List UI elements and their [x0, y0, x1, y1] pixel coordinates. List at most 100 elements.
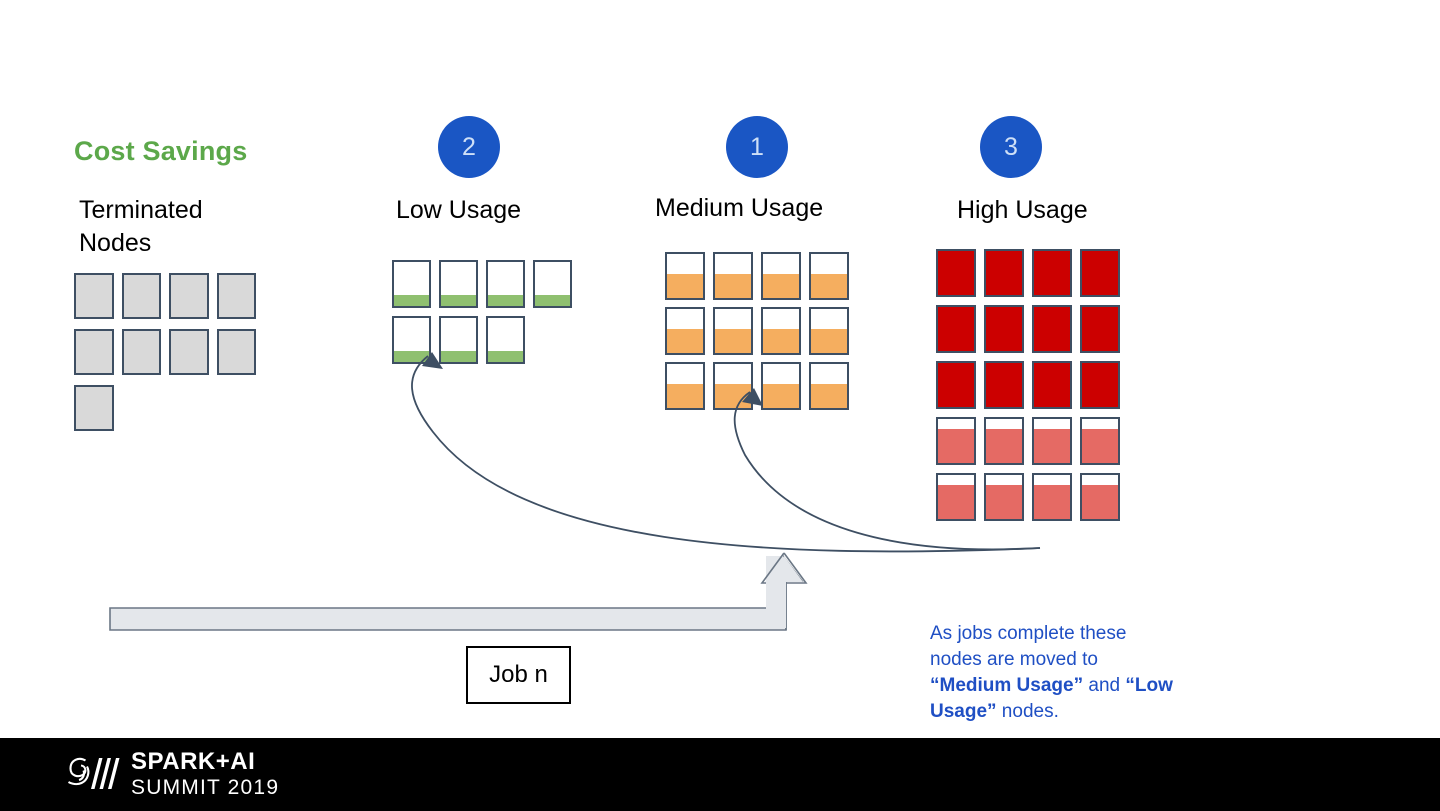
- node-tile: [984, 417, 1024, 465]
- node-tile: [665, 307, 705, 355]
- node-usage-fill: [986, 484, 1022, 519]
- node-tile: [1032, 417, 1072, 465]
- node-tile: [216, 329, 256, 375]
- node-tile: [936, 417, 976, 465]
- node-usage-fill: [1082, 484, 1118, 519]
- node-usage-fill: [1082, 428, 1118, 463]
- node-tile: [1080, 473, 1120, 521]
- node-row: [74, 273, 264, 329]
- node-usage-fill: [441, 295, 476, 306]
- node-usage-fill: [1034, 428, 1070, 463]
- node-usage-fill: [763, 328, 799, 353]
- node-tile: [984, 361, 1024, 409]
- node-tile: [74, 329, 114, 375]
- job-box[interactable]: Job n: [466, 646, 571, 704]
- node-tile: [713, 252, 753, 300]
- node-usage-fill: [811, 328, 847, 353]
- node-tile: [936, 249, 976, 297]
- node-usage-fill: [535, 295, 570, 306]
- column-title-high-usage: High Usage: [957, 196, 1088, 224]
- brand-logo-text: SPARK+AI SUMMIT 2019: [131, 748, 280, 799]
- node-tile: [713, 307, 753, 355]
- node-tile: [392, 316, 431, 364]
- node-tile: [761, 362, 801, 410]
- node-usage-fill: [667, 383, 703, 408]
- logo-line-2: SUMMIT 2019: [131, 776, 280, 799]
- node-usage-fill: [811, 383, 847, 408]
- node-grid-terminated: [74, 273, 264, 441]
- brand-logo: SPARK+AI SUMMIT 2019: [66, 750, 279, 798]
- column-title-low-usage: Low Usage: [396, 196, 522, 224]
- badge-step-2: 2: [438, 116, 500, 178]
- node-tile: [761, 307, 801, 355]
- node-usage-fill: [715, 273, 751, 298]
- node-tile: [74, 385, 114, 431]
- node-grid-medium-usage: [665, 252, 860, 417]
- node-tile: [713, 362, 753, 410]
- node-tile: [486, 316, 525, 364]
- node-row: [665, 307, 860, 362]
- annotation-bold-low: “Low Usage”: [930, 675, 1173, 722]
- node-row: [392, 316, 582, 372]
- node-usage-fill: [441, 351, 476, 362]
- node-tile: [1032, 305, 1072, 353]
- node-usage-fill: [763, 383, 799, 408]
- node-tile: [936, 473, 976, 521]
- node-usage-fill: [488, 295, 523, 306]
- node-tile: [216, 273, 256, 319]
- node-usage-fill: [1034, 484, 1070, 519]
- node-usage-fill: [811, 273, 847, 298]
- node-usage-fill: [715, 328, 751, 353]
- node-tile: [984, 249, 1024, 297]
- node-row: [936, 361, 1136, 417]
- spark-summit-logo-icon: [67, 757, 120, 789]
- annotation-line-1: As jobs complete these: [930, 623, 1127, 644]
- node-usage-fill: [394, 351, 429, 362]
- job-feed-arrow-icon: [109, 552, 808, 631]
- node-tile: [984, 305, 1024, 353]
- node-tile: [121, 329, 161, 375]
- node-tile: [439, 260, 478, 308]
- node-tile: [984, 473, 1024, 521]
- node-row: [665, 362, 860, 417]
- node-usage-fill: [715, 383, 751, 408]
- node-tile: [809, 252, 849, 300]
- node-tile: [1032, 361, 1072, 409]
- node-usage-fill: [667, 328, 703, 353]
- node-row: [936, 417, 1136, 473]
- node-tile: [486, 260, 525, 308]
- node-grid-low-usage: [392, 260, 582, 372]
- node-grid-high-usage: [936, 249, 1136, 529]
- logo-line-1: SPARK+AI: [131, 748, 256, 775]
- node-usage-fill: [488, 351, 523, 362]
- column-title-terminated: Terminated Nodes: [79, 196, 203, 257]
- node-tile: [936, 361, 976, 409]
- badge-step-3: 3: [980, 116, 1042, 178]
- node-tile: [121, 273, 161, 319]
- node-usage-fill: [938, 428, 974, 463]
- annotation-line-2: nodes are moved to: [930, 649, 1098, 670]
- node-row: [936, 473, 1136, 529]
- annotation-tail: nodes.: [996, 701, 1059, 722]
- node-tile: [665, 252, 705, 300]
- page-title: Cost Savings: [74, 136, 248, 166]
- node-tile: [1032, 249, 1072, 297]
- annotation-conjunction: and: [1083, 675, 1126, 696]
- node-tile: [1032, 473, 1072, 521]
- node-tile: [169, 329, 209, 375]
- node-tile: [1080, 305, 1120, 353]
- footer-bar: [0, 738, 1440, 811]
- column-title-medium-usage: Medium Usage: [655, 194, 824, 222]
- node-tile: [439, 316, 478, 364]
- node-tile: [1080, 361, 1120, 409]
- node-row: [936, 249, 1136, 305]
- node-usage-fill: [763, 273, 799, 298]
- annotation-bold-medium: “Medium Usage”: [930, 675, 1084, 696]
- node-tile: [665, 362, 705, 410]
- node-tile: [761, 252, 801, 300]
- annotation-text: As jobs complete these nodes are moved t…: [930, 621, 1230, 725]
- node-row: [665, 252, 860, 307]
- node-row: [74, 385, 264, 441]
- node-tile: [936, 305, 976, 353]
